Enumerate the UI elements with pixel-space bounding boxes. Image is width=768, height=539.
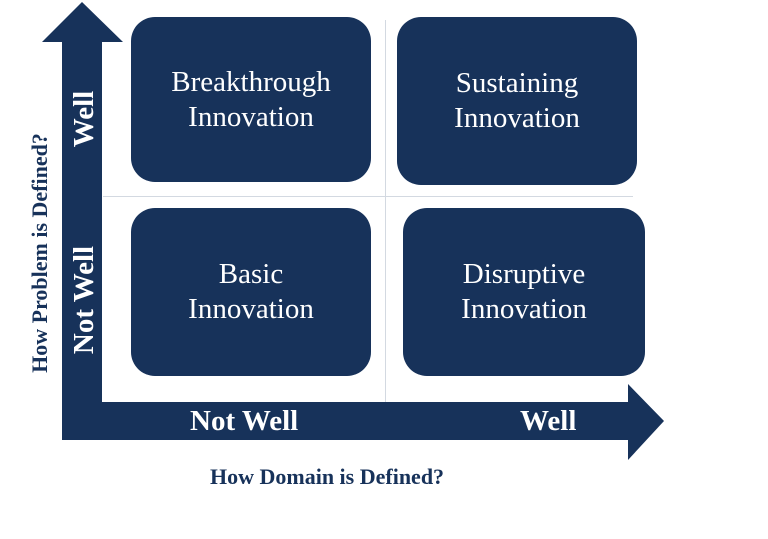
vertical-divider — [385, 20, 386, 402]
y-axis-high-label: Well — [68, 90, 100, 148]
quadrant-title-line-2: Innovation — [188, 293, 314, 325]
quadrant-title-line-1: Basic — [218, 258, 284, 290]
quadrant-title-line-1: Sustaining — [455, 67, 579, 99]
quadrant-title-line-1: Breakthrough — [171, 65, 331, 98]
quadrant-title-line-1: Disruptive — [462, 258, 586, 290]
quadrant-title-line-2: Innovation — [188, 100, 314, 133]
x-axis-title: How Domain is Defined? — [210, 464, 445, 489]
x-axis-low-label: Not Well — [190, 405, 299, 437]
x-axis-arrow — [62, 384, 664, 460]
quadrant-breakthrough-innovation: Breakthrough Innovation — [131, 17, 371, 182]
quadrant-title-line-2: Innovation — [461, 293, 587, 325]
y-axis-low-label: Not Well — [68, 245, 100, 355]
y-axis-arrow — [42, 2, 123, 440]
quadrant-title-line-2: Innovation — [454, 102, 580, 134]
horizontal-divider — [103, 196, 633, 197]
quadrant-sustaining-innovation: Sustaining Innovation — [397, 17, 637, 185]
x-axis-high-label: Well — [520, 405, 577, 437]
quadrant-basic-innovation: Basic Innovation — [131, 208, 371, 376]
y-axis-title: How Problem is Defined? — [27, 133, 52, 373]
quadrant-disruptive-innovation: Disruptive Innovation — [403, 208, 645, 376]
